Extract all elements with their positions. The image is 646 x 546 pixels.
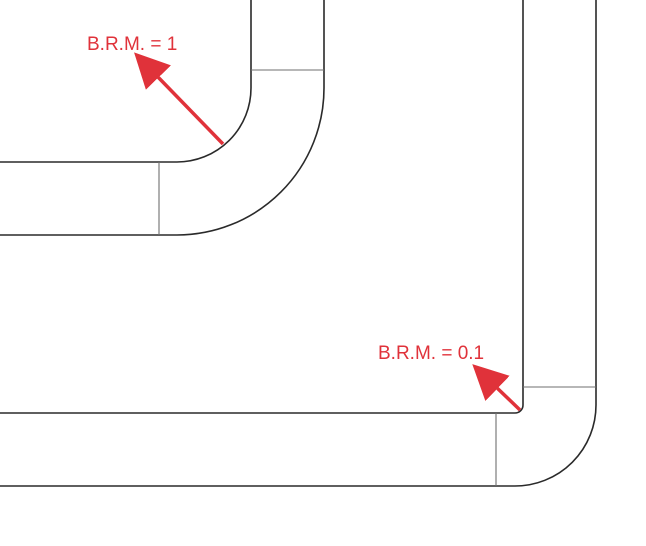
outer-bend-annotation: B.R.M. = 0.1 (378, 343, 522, 412)
inner-bend-arrow (134, 52, 225, 146)
outer-flange-inner-edge (0, 0, 524, 414)
inner-flange-outer-edge (0, 0, 325, 236)
inner-flange-inner-edge (0, 0, 252, 163)
outer-flange (0, 0, 597, 487)
inner-bend-label: B.R.M. = 1 (87, 34, 177, 55)
outer-bend-label: B.R.M. = 0.1 (378, 343, 484, 364)
inner-flange (0, 0, 325, 236)
outer-bend-arrow (472, 364, 522, 412)
inner-bend-annotation: B.R.M. = 1 (87, 34, 225, 146)
outer-flange-outer-edge (0, 0, 597, 487)
